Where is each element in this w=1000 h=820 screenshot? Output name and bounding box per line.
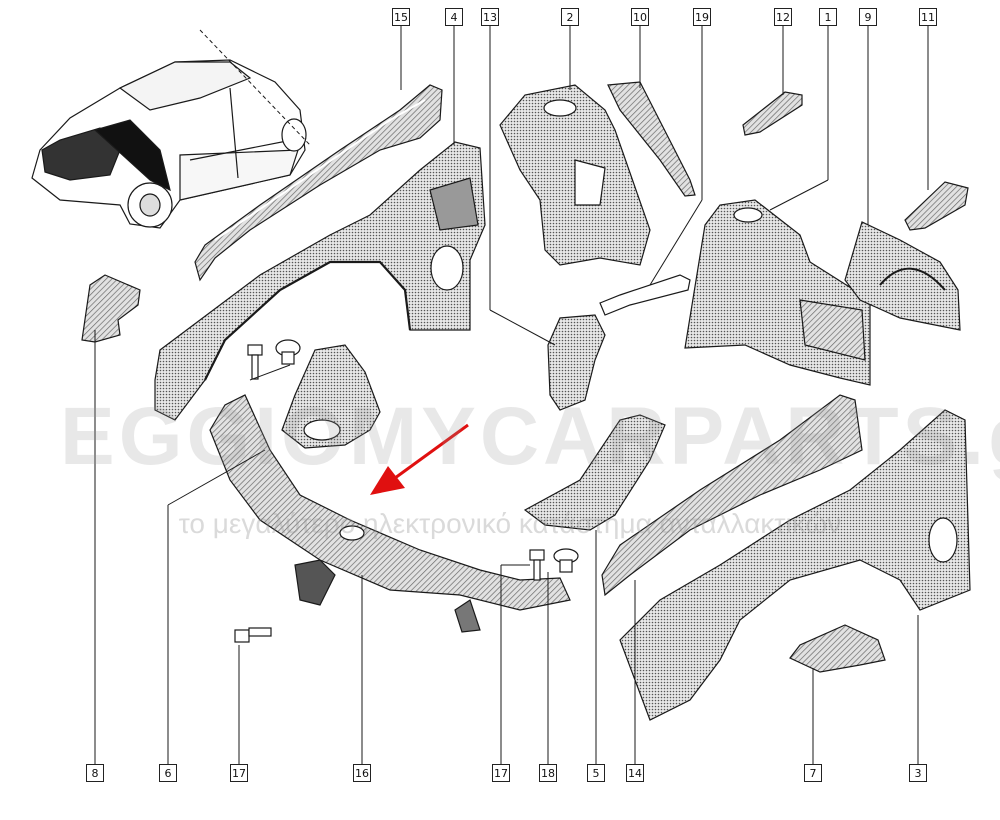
part-6-headlamp-bracket <box>281 344 381 449</box>
part-5-air-duct <box>523 414 666 531</box>
car-thumbnail-icon <box>31 29 311 229</box>
callout-7: 7 <box>804 764 822 782</box>
part-15-upper-rail <box>194 84 443 282</box>
callout-17-b: 17 <box>492 764 510 782</box>
callout-9: 9 <box>859 8 877 26</box>
callout-1: 1 <box>819 8 837 26</box>
clip-icon <box>553 548 579 573</box>
part-19-strip <box>599 274 691 316</box>
callout-16: 16 <box>353 764 371 782</box>
callout-12: 12 <box>774 8 792 26</box>
part-10-bracket <box>607 81 696 197</box>
leader-lines <box>94 26 929 764</box>
part-2-strut-tower <box>499 84 651 266</box>
callout-8: 8 <box>86 764 104 782</box>
part-14-right-rail <box>601 394 863 597</box>
callout-14: 14 <box>626 764 644 782</box>
callout-13: 13 <box>481 8 499 26</box>
clip-icon <box>275 339 301 365</box>
callout-10: 10 <box>631 8 649 26</box>
part-8-bracket <box>81 274 141 343</box>
callout-4: 4 <box>445 8 463 26</box>
callout-5: 5 <box>587 764 605 782</box>
callout-3: 3 <box>909 764 927 782</box>
part-13-bracket <box>547 314 606 411</box>
part-11-bracket <box>904 181 969 231</box>
part-1-strut-tower-right <box>684 199 871 386</box>
part-12-bracket <box>742 91 803 136</box>
callout-11: 11 <box>919 8 937 26</box>
part-4-fender-apron <box>154 141 486 421</box>
part-3-fender-apron-right <box>619 409 971 721</box>
callout-18: 18 <box>539 764 557 782</box>
callout-15: 15 <box>392 8 410 26</box>
bolt-icon <box>529 549 545 581</box>
red-arrow-icon <box>370 423 469 495</box>
bolt-icon <box>247 344 263 380</box>
part-7-bracket <box>789 624 886 673</box>
part-16-cross-member <box>209 394 571 633</box>
callout-2: 2 <box>561 8 579 26</box>
callout-17: 17 <box>230 764 248 782</box>
part-9-wheel-arch <box>844 221 961 331</box>
callout-6: 6 <box>159 764 177 782</box>
bolt-icon <box>234 627 272 643</box>
callout-19: 19 <box>693 8 711 26</box>
